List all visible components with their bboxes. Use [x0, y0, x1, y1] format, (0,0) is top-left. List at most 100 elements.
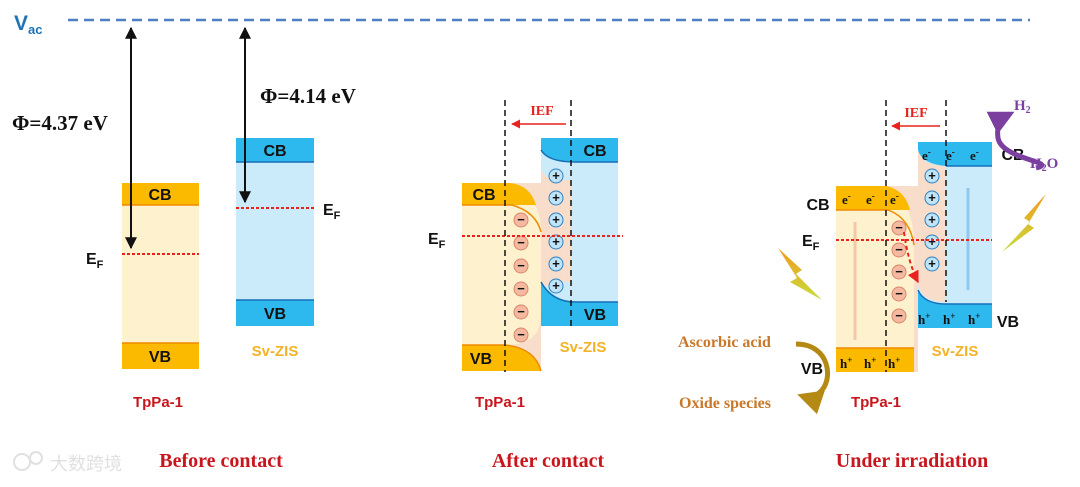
hole: h+ [888, 355, 900, 371]
negative-charge: − [513, 304, 529, 320]
zis-vb-label: VB [264, 306, 286, 323]
zis-body [236, 138, 314, 326]
tppa-body [462, 183, 541, 371]
svg-text:−: − [517, 212, 525, 227]
zis-vb-label: VB [997, 314, 1019, 331]
negative-charge: − [891, 308, 907, 324]
svg-text:−: − [517, 304, 525, 319]
negative-charge: − [891, 286, 907, 302]
tppa-ef-label: E [86, 251, 97, 268]
negative-charge: − [513, 235, 529, 251]
svg-text:−: − [517, 258, 525, 273]
positive-charge: + [924, 168, 940, 184]
svg-text:H2: H2 [1014, 98, 1031, 116]
zis-cb-band [918, 142, 992, 166]
zis-ef-label: E [323, 202, 334, 219]
zis-vb-band [541, 282, 618, 326]
svg-text:+: + [928, 190, 936, 205]
positive-charges: + + + + + [924, 168, 940, 272]
before-title: Before contact [159, 450, 283, 472]
svg-text:−: − [895, 286, 903, 301]
tppa-name: TpPa-1 [133, 394, 183, 411]
svg-text:Vac: Vac [14, 12, 42, 37]
electron: e- [922, 147, 931, 163]
positive-charge: + [924, 212, 940, 228]
svg-text:EF: EF [802, 233, 820, 253]
light-bolt-icon [1002, 194, 1046, 252]
electron: e- [970, 147, 979, 163]
positive-charge: + [924, 234, 940, 250]
vac-label: V [14, 12, 28, 35]
svg-text:+: + [552, 256, 560, 271]
h2-label: H [1014, 98, 1026, 114]
phi-tppa-label: Φ=4.37 eV [12, 111, 108, 135]
tppa-vb-band [122, 343, 199, 369]
phi-zis-label: Φ=4.14 eV [260, 84, 356, 108]
negative-charge: − [513, 327, 529, 343]
zis-body [541, 138, 618, 326]
svg-text:+: + [552, 234, 560, 249]
zis-name: Sv-ZIS [252, 343, 299, 360]
oxide-label: Oxide species [679, 395, 771, 412]
hole: h+ [968, 311, 980, 327]
negative-charge: − [513, 258, 529, 274]
hole: h+ [840, 355, 852, 371]
negative-charge: − [891, 264, 907, 280]
before-contact-panel: CB VB EF TpPa-1 CB VB EF Sv-ZIS Φ=4.37 e… [12, 26, 356, 472]
zis-vb-band [918, 290, 992, 328]
zis-vb-band [236, 300, 314, 326]
vac-sub: ac [28, 22, 42, 37]
tppa-cb-label: CB [148, 187, 171, 204]
tppa-vb-band [462, 345, 541, 371]
zis-body [918, 142, 992, 328]
tppa-cb-label: CB [806, 197, 829, 214]
watermark-text: 大数跨境 [50, 454, 122, 474]
svg-text:−: − [517, 281, 525, 296]
light-bolt-icon [778, 248, 822, 300]
electron: e- [946, 147, 955, 163]
negative-charges: −−−−− [891, 220, 907, 324]
positive-charges: ++++++ [548, 168, 564, 294]
svg-text:+: + [552, 190, 560, 205]
zis-vb-label: VB [584, 307, 606, 324]
svg-text:EF: EF [86, 251, 104, 271]
tppa-name: TpPa-1 [475, 394, 525, 411]
svg-text:EF: EF [323, 202, 341, 222]
positive-charge: + [548, 168, 564, 184]
tppa-body [122, 183, 199, 369]
charge-transfer-arrow [903, 231, 919, 284]
ief-label: IEF [530, 104, 553, 119]
svg-text:−: − [895, 264, 903, 279]
tppa-cb-band [122, 183, 199, 205]
after-title: After contact [492, 450, 605, 472]
tppa-cb-band [462, 183, 536, 205]
svg-text:−: − [895, 308, 903, 323]
tppa-vb-label: VB [470, 351, 492, 368]
negative-charges: − − − − − − [513, 212, 529, 343]
irradiation-title: Under irradiation [836, 450, 988, 472]
negative-charge: − [891, 242, 907, 258]
svg-text:−: − [517, 327, 525, 342]
tppa-cb-band [836, 186, 910, 210]
svg-text:+: + [928, 234, 936, 249]
h2-evolution-arrow [986, 111, 1045, 171]
positive-charge: + [548, 190, 564, 206]
zis-name: Sv-ZIS [560, 339, 607, 356]
positive-charge: + [548, 234, 564, 250]
hole: h+ [864, 355, 876, 371]
positive-charge: + [924, 256, 940, 272]
watermark: 大数跨境 [13, 451, 122, 474]
tppa-vb-band [836, 348, 914, 372]
svg-text:EF: EF [428, 231, 446, 251]
svg-text:+: + [928, 168, 936, 183]
tppa-vb-label: VB [801, 361, 823, 378]
svg-text:−: − [517, 235, 525, 250]
ascorbic-label: Ascorbic acid [678, 334, 771, 351]
under-irradiation-panel: CB VB CB VB −−−−− +++++ e-e-e- e-e-e- h+… [678, 98, 1058, 472]
ef-label: E [802, 233, 813, 250]
svg-text:H2O: H2O [1030, 156, 1058, 174]
electron: e- [866, 191, 875, 207]
positive-charge: + [548, 212, 564, 228]
tppa-holes: h+ h+ h+ [840, 355, 900, 371]
